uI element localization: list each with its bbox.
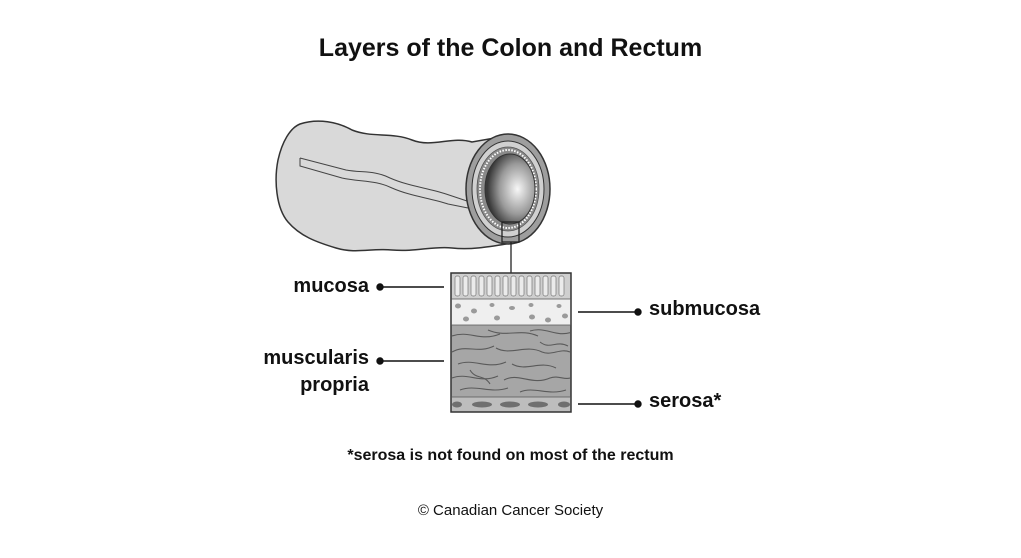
muscularis-layer <box>451 325 571 397</box>
layer-cross-section <box>450 272 572 413</box>
label-muscularis: muscularis <box>263 347 369 369</box>
submucosa-cells <box>455 303 568 323</box>
label-mucosa: mucosa <box>293 275 369 297</box>
colon-lumen <box>484 153 536 225</box>
muscle-fibers <box>452 329 570 393</box>
copyright-credit: © Canadian Cancer Society <box>417 502 604 519</box>
serosa-footnote: *serosa is not found on most of the rect… <box>347 447 674 464</box>
colon-fold <box>299 157 471 209</box>
submucosa-layer <box>451 299 571 325</box>
label-submucosa: submucosa <box>649 298 761 320</box>
label-serosa: serosa* <box>649 390 722 412</box>
serosa-cells <box>452 401 570 408</box>
label-propria: propria <box>300 374 369 396</box>
mucosa-villi <box>454 275 565 297</box>
leader-lines <box>376 283 642 408</box>
cross-section-border <box>450 272 572 413</box>
diagram-title: Layers of the Colon and Rectum <box>318 34 703 62</box>
colon-tube <box>275 120 507 252</box>
